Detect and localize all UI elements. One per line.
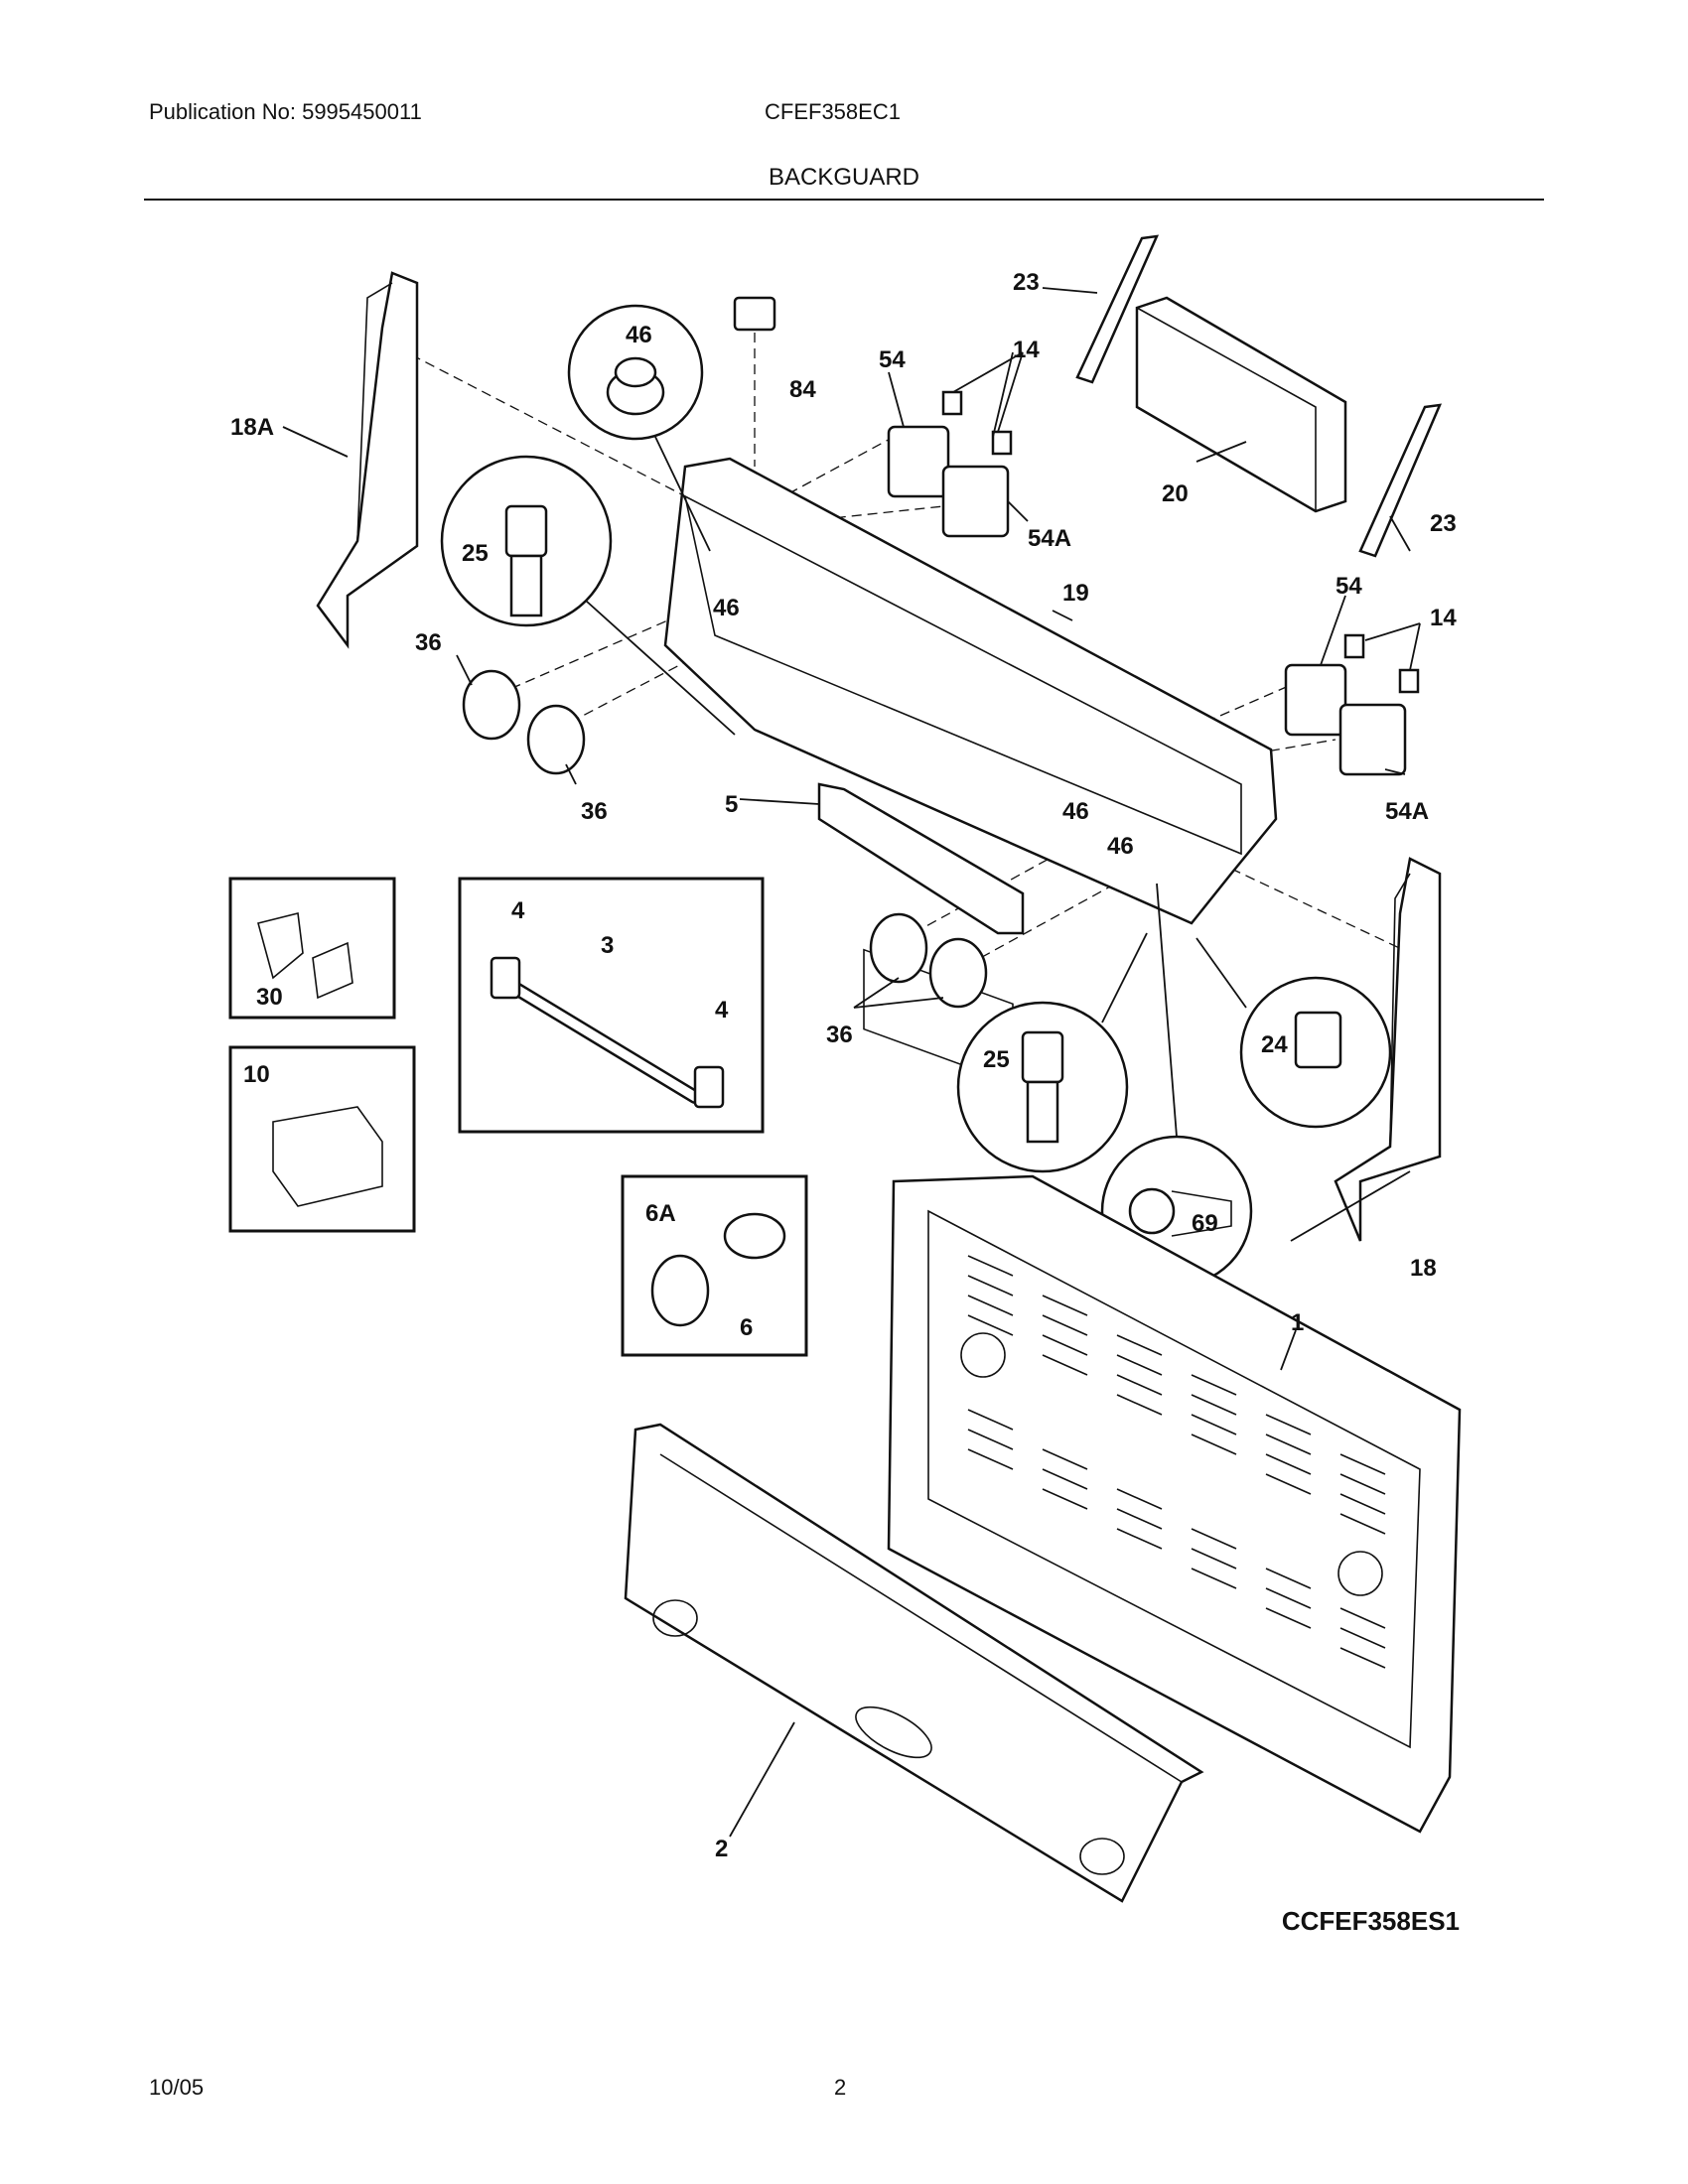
callout-46-inset: 46 — [626, 322, 652, 348]
header-rule — [144, 199, 1544, 201]
callout-5: 5 — [725, 791, 738, 818]
footer-date: 10/05 — [149, 2075, 205, 2100]
board-bracket-lower — [1358, 403, 1443, 558]
trim-channel — [817, 782, 1025, 935]
board-bracket-upper — [1075, 234, 1160, 384]
callout-69: 69 — [1192, 1210, 1218, 1237]
callout-36-c: 36 — [826, 1022, 853, 1048]
control-knob-36-b — [526, 704, 586, 775]
callout-23-upper: 23 — [1013, 269, 1040, 296]
control-panel — [663, 457, 1278, 925]
callout-18A: 18A — [230, 414, 274, 441]
infinite-switch-54-upper — [887, 425, 950, 498]
callout-18: 18 — [1410, 1255, 1437, 1282]
control-knob-36-c — [869, 912, 928, 984]
diagram-code: CCFEF358ES1 — [1281, 1906, 1460, 1936]
callout-46-b: 46 — [1062, 798, 1089, 825]
callout-84: 84 — [789, 376, 816, 403]
clip-84 — [733, 296, 776, 332]
model-number: CFEF358EC1 — [765, 99, 901, 124]
callout-24: 24 — [1261, 1031, 1288, 1058]
control-knob-36-a — [462, 669, 521, 741]
terminal-14-a — [941, 390, 963, 416]
terminal-14-b — [991, 430, 1013, 456]
callout-36-a: 36 — [415, 629, 442, 656]
callout-6: 6 — [740, 1314, 753, 1341]
callout-6A: 6A — [645, 1200, 676, 1227]
callout-30: 30 — [256, 984, 283, 1011]
callout-20: 20 — [1162, 480, 1189, 507]
callout-46-a: 46 — [713, 595, 740, 621]
section-title: BACKGUARD — [768, 164, 920, 191]
publication-number: Publication No: 5995450011 — [149, 99, 422, 124]
infinite-switch-54-lower — [1284, 663, 1347, 737]
callout-23-lower: 23 — [1430, 510, 1457, 537]
callout-4-b: 4 — [715, 997, 729, 1024]
callout-54A-lower: 54A — [1385, 798, 1429, 825]
rear-panel-louvers — [967, 1255, 1386, 1669]
page-number: 2 — [834, 2075, 847, 2100]
callout-14-lower: 14 — [1430, 605, 1457, 631]
infinite-switch-54A-lower — [1338, 703, 1407, 776]
callout-25-lower: 25 — [983, 1046, 1010, 1073]
callout-54-upper: 54 — [879, 346, 906, 373]
callout-46-c: 46 — [1107, 833, 1134, 860]
callout-54-lower: 54 — [1336, 573, 1362, 600]
callout-19: 19 — [1062, 580, 1089, 607]
terminal-14-d — [1398, 668, 1420, 694]
callout-2: 2 — [715, 1836, 728, 1862]
callout-labels: 1 2 3 4 4 5 6 6A 10 14 14 18 18A 19 20 2… — [230, 269, 1457, 1862]
leader-lines — [282, 287, 1421, 1838]
control-knob-36-d — [928, 937, 988, 1009]
side-bracket-right — [1334, 857, 1442, 1242]
callout-54A-upper: 54A — [1028, 525, 1071, 552]
terminal-14-c — [1343, 633, 1365, 659]
inset-box-30 — [228, 877, 396, 1020]
inset-box-6 — [621, 1174, 808, 1357]
callout-25-upper: 25 — [462, 540, 489, 567]
callout-1: 1 — [1291, 1309, 1304, 1336]
callout-3: 3 — [601, 932, 614, 959]
rear-panel — [887, 1174, 1462, 1834]
callout-4-a: 4 — [511, 897, 525, 924]
side-bracket-left — [316, 271, 419, 649]
callout-14-upper: 14 — [1013, 337, 1040, 363]
callout-10: 10 — [243, 1061, 270, 1088]
callout-36-b: 36 — [581, 798, 608, 825]
infinite-switch-54A-upper — [941, 465, 1010, 538]
electronic-control-board — [1135, 296, 1347, 513]
